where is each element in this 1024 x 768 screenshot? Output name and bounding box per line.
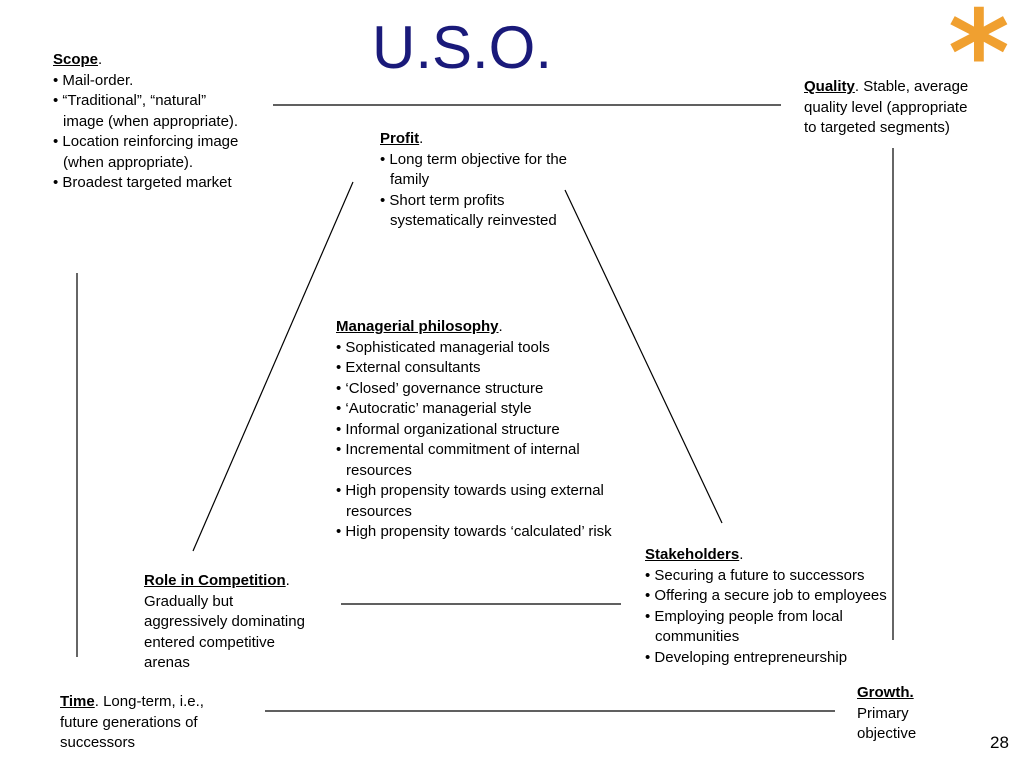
quality-text: . Stable, average quality level (appropr… [804,78,969,136]
philosophy-item: External consultants [336,358,626,379]
profit-item: Short term profits systematically reinve… [380,191,580,232]
time-text: . Long-term, i.e., future generations of… [60,693,204,751]
philosophy-item: High propensity towards ‘calculated’ ris… [336,522,626,543]
line-right-diagonal [564,189,723,524]
scope-block: Scope. Mail-order. “Traditional”, “natur… [53,50,248,194]
stakeholders-block: Stakeholders. Securing a future to succe… [645,545,905,668]
profit-suffix: . [419,130,424,147]
page-number: 28 [990,733,1009,752]
scope-item: Location reinforcing image (when appropr… [53,132,248,173]
asterisk-decoration: * [948,0,1010,122]
philosophy-suffix: . [498,318,503,335]
scope-heading: Scope [53,51,99,68]
philosophy-item: Sophisticated managerial tools [336,338,626,359]
philosophy-item: ‘Closed’ governance structure [336,379,626,400]
line-left-diagonal [192,181,354,552]
philosophy-item: Informal organizational structure [336,420,626,441]
scope-item: Mail-order. [53,71,248,92]
scope-suffix: . [98,51,103,68]
stakeholders-item: Employing people from local communities [645,607,905,648]
profit-block: Profit. Long term objective for the fami… [380,129,580,232]
profit-list: Long term objective for the family Short… [380,150,580,232]
stakeholders-item: Developing entrepreneurship [645,648,905,669]
philosophy-heading: Managerial philosophy [336,318,499,335]
philosophy-item: High propensity towards using external r… [336,481,626,522]
stakeholders-item: Securing a future to successors [645,566,905,587]
competition-block: Role in Competition. Gradually but aggre… [144,571,319,674]
profit-item: Long term objective for the family [380,150,580,191]
scope-list: Mail-order. “Traditional”, “natural” ima… [53,71,248,194]
time-block: Time. Long-term, i.e., future generation… [60,692,240,754]
philosophy-item: ‘Autocratic’ managerial style [336,399,626,420]
philosophy-list: Sophisticated managerial tools External … [336,338,626,543]
stakeholders-list: Securing a future to successors Offering… [645,566,905,669]
philosophy-item: Incremental commitment of internal resou… [336,440,626,481]
philosophy-block: Managerial philosophy. Sophisticated man… [336,317,626,543]
growth-text: Primary objective [857,704,917,743]
quality-heading: Quality [804,78,855,95]
growth-heading: Growth. [857,684,914,701]
stakeholders-item: Offering a secure job to employees [645,586,905,607]
competition-heading: Role in Competition [144,572,286,589]
scope-item: “Traditional”, “natural” image (when app… [53,91,248,132]
profit-heading: Profit [380,130,420,147]
time-heading: Time [60,693,95,710]
growth-block: Growth. Primary objective [857,683,947,745]
slide-title: U.S.O. [371,14,553,81]
stakeholders-suffix: . [739,546,744,563]
competition-text: . Gradually but aggressively dominating … [144,572,305,671]
quality-block: Quality. Stable, average quality level (… [804,77,979,139]
scope-item: Broadest targeted market [53,173,248,194]
stakeholders-heading: Stakeholders [645,546,740,563]
